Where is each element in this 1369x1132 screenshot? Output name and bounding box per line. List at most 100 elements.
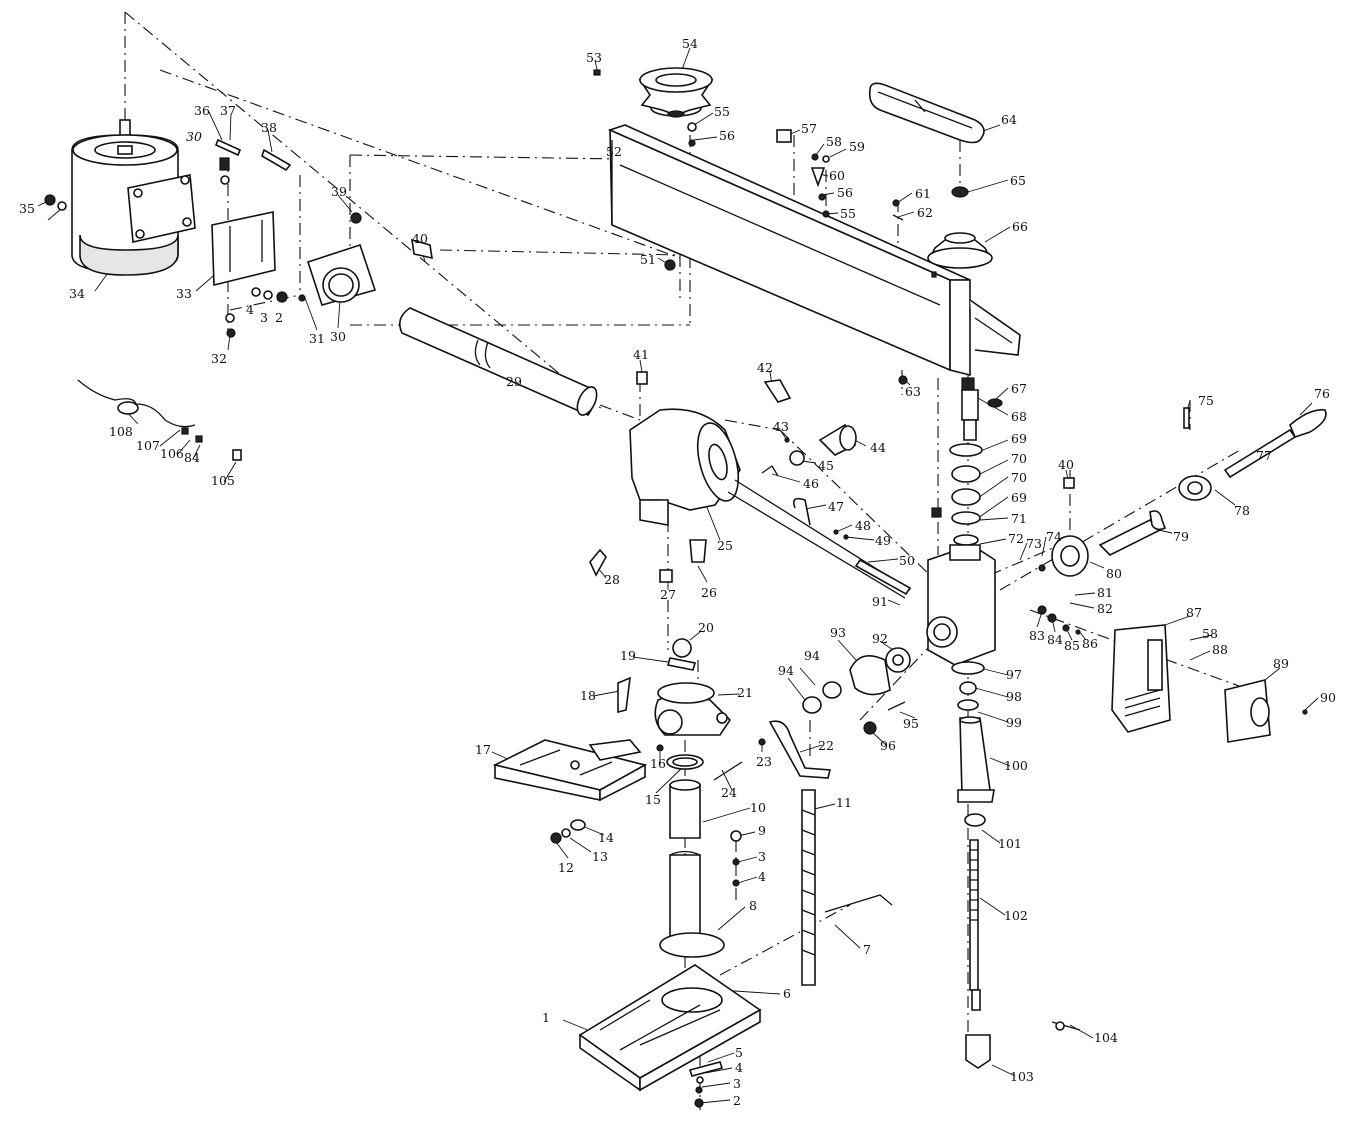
- work-table: [492, 739, 648, 802]
- callout: 71: [1011, 511, 1027, 526]
- callout: 4: [758, 869, 766, 884]
- callout: 93: [830, 625, 846, 640]
- callout: 2: [275, 310, 283, 325]
- callout: 81: [1097, 585, 1113, 600]
- spindle-parts: [931, 377, 983, 546]
- callout: 39: [331, 184, 347, 199]
- callout: 27: [660, 587, 676, 602]
- callout: 3: [758, 849, 766, 864]
- callout: 65: [1010, 173, 1026, 188]
- callout: 51: [640, 252, 656, 267]
- callout: 94: [804, 648, 820, 663]
- motor-hardware: [44, 138, 362, 338]
- callout: 74: [1046, 529, 1062, 544]
- callout: 35: [19, 201, 35, 216]
- overarm-hardware: [593, 69, 1003, 408]
- callout: 16: [650, 756, 666, 771]
- callout: 9: [758, 823, 766, 838]
- callout: 45: [818, 458, 834, 473]
- callout: 40: [412, 231, 428, 246]
- rack: [801, 789, 816, 986]
- callout: 49: [875, 533, 891, 548]
- callout: 10: [750, 800, 766, 815]
- head-hardware: [589, 371, 912, 596]
- callout: 22: [818, 738, 834, 753]
- callout: 59: [849, 139, 865, 154]
- callout: 3: [733, 1076, 741, 1091]
- callout: 84: [184, 450, 200, 465]
- motor-pulley: [638, 67, 714, 118]
- callout: 108: [109, 424, 133, 439]
- callout: 70: [1011, 451, 1027, 466]
- callout: 105: [211, 473, 235, 488]
- callout: 103: [1010, 1069, 1034, 1084]
- column-hardware: [730, 830, 893, 913]
- callout: 56: [837, 185, 853, 200]
- callout: 78: [1234, 503, 1250, 518]
- callout: 29: [506, 374, 522, 389]
- part-callouts: 1 2 3 4 2 3 4 5 6 7 8 9 3 4 10 11 12 13 …: [19, 36, 1336, 1108]
- callout: 30: [186, 129, 202, 144]
- switch-and-cover: [1037, 605, 1308, 743]
- callout: 56: [719, 128, 735, 143]
- callout: 48: [855, 518, 871, 533]
- callout: 46: [803, 476, 819, 491]
- drive-belt: [868, 82, 985, 144]
- callout: 77: [1256, 448, 1272, 463]
- callout: 52: [606, 144, 622, 159]
- callout: 41: [633, 347, 649, 362]
- callout: 107: [136, 438, 160, 453]
- callout: 86: [1082, 636, 1098, 651]
- callout: 50: [899, 553, 915, 568]
- callout: 55: [714, 104, 730, 119]
- callout: 55: [840, 206, 856, 221]
- callout: 24: [721, 785, 737, 800]
- callout: 33: [176, 286, 192, 301]
- callout: 15: [645, 792, 661, 807]
- callout: 94: [778, 663, 794, 678]
- callout: 82: [1097, 601, 1113, 616]
- head-casting: [629, 408, 911, 599]
- callout: 1: [542, 1010, 550, 1025]
- callout: 101: [998, 836, 1022, 851]
- callout: 12: [558, 860, 574, 875]
- callout: 90: [1320, 690, 1336, 705]
- callout: 44: [870, 440, 886, 455]
- callout: 92: [872, 631, 888, 646]
- callout: 87: [1186, 605, 1202, 620]
- callout: 58: [826, 134, 842, 149]
- quill-assembly: [951, 661, 1081, 1069]
- callout: 57: [801, 121, 817, 136]
- callout: 23: [756, 754, 772, 769]
- overarm-housing: [607, 124, 1021, 377]
- callout: 8: [749, 898, 757, 913]
- callout: 20: [698, 620, 714, 635]
- callout: 42: [757, 360, 773, 375]
- callout: 68: [1011, 409, 1027, 424]
- callout: 70: [1011, 470, 1027, 485]
- callout: 69: [1011, 431, 1027, 446]
- callout: 40: [1058, 457, 1074, 472]
- arm-tube: [399, 307, 598, 416]
- callout: 28: [604, 572, 620, 587]
- callout: 63: [905, 384, 921, 399]
- callout: 64: [1001, 112, 1017, 127]
- callout: 32: [211, 351, 227, 366]
- motor-bracket: [306, 238, 433, 306]
- head-housing: [926, 544, 996, 666]
- callout: 60: [829, 168, 845, 183]
- callout: 91: [872, 594, 888, 609]
- callout: 100: [1004, 758, 1028, 773]
- callout: 19: [620, 648, 636, 663]
- callout: 5: [735, 1045, 743, 1060]
- callout: 84: [1047, 632, 1063, 647]
- callout: 21: [737, 685, 753, 700]
- callout: 2: [733, 1093, 741, 1108]
- table-hardware: [550, 744, 664, 844]
- callout: 98: [1006, 689, 1022, 704]
- callout: 61: [915, 186, 931, 201]
- table-bracket: [617, 638, 832, 781]
- callout: 102: [1004, 908, 1028, 923]
- callout: 36: [194, 103, 210, 118]
